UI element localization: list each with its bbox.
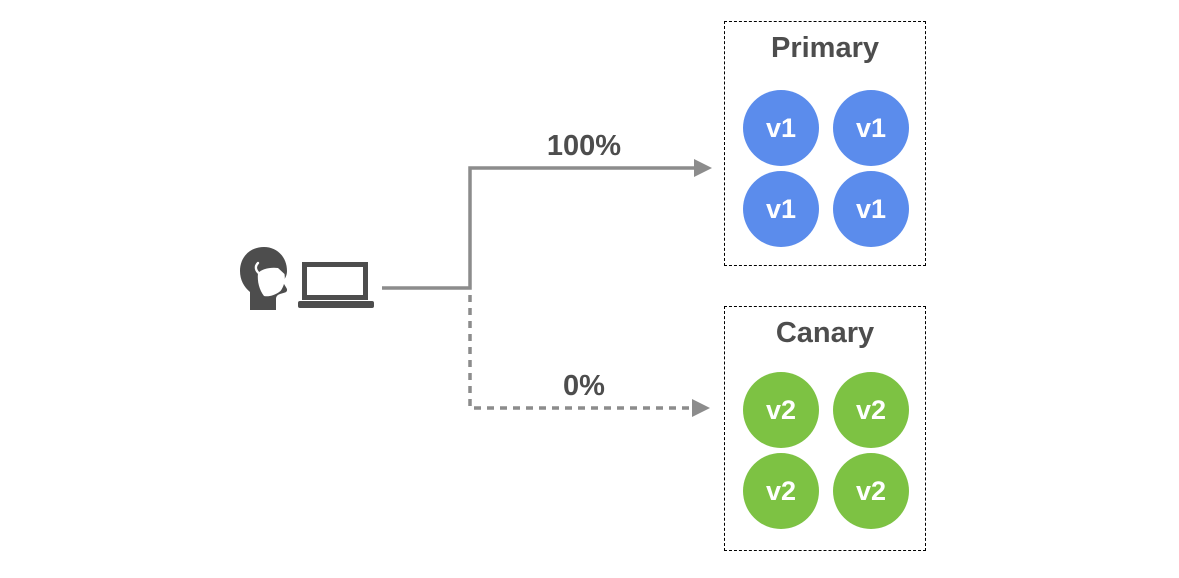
instance-circle-v2: v2: [743, 372, 819, 448]
primary-traffic-weight-label: 100%: [546, 130, 622, 162]
primary-group-title: Primary: [770, 32, 879, 64]
instance-circle-v1: v1: [833, 90, 909, 166]
laptop-icon: [298, 262, 374, 308]
primary-group-box: Primary v1 v1 v1 v1: [724, 21, 926, 266]
instance-circle-v1: v1: [833, 171, 909, 247]
primary-instances: v1 v1 v1 v1: [743, 90, 909, 247]
primary-route-line: [382, 166, 696, 290]
canary-group-title: Canary: [775, 317, 875, 349]
canary-traffic-weight-label: 0%: [563, 370, 605, 402]
instance-circle-v1: v1: [743, 171, 819, 247]
instance-circle-v2: v2: [833, 372, 909, 448]
instance-circle-v2: v2: [743, 453, 819, 529]
canary-group-box: Canary v2 v2 v2 v2: [724, 306, 926, 551]
person-mask-icon: [240, 247, 288, 310]
instance-circle-v2: v2: [833, 453, 909, 529]
canary-instances: v2 v2 v2 v2: [743, 372, 909, 529]
instance-circle-v1: v1: [743, 90, 819, 166]
